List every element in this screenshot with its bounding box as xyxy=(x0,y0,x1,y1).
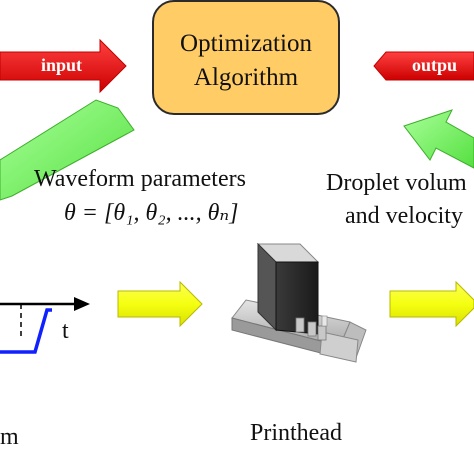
yellow-arrow-1 xyxy=(117,280,203,328)
time-axis-arrowhead xyxy=(74,297,90,311)
output-label: outpu xyxy=(412,55,458,75)
waveform-caption: m xyxy=(0,424,19,450)
droplet-velocity-label: and velocity xyxy=(345,203,463,229)
output-arrow xyxy=(373,51,474,81)
waveform-graph xyxy=(0,297,90,354)
algorithm-title-line2: Algorithm xyxy=(193,63,299,91)
input-arrow xyxy=(0,38,127,94)
printhead-label: Printhead xyxy=(250,420,342,446)
waveform-line xyxy=(0,308,52,354)
green-arrow-left xyxy=(0,99,135,201)
optimization-algorithm-box: Optimization Algorithm xyxy=(152,0,340,115)
printhead-image xyxy=(231,242,367,363)
theta-formula: θ = [θ₁, θ₂, ..., θₙ] xyxy=(64,200,239,226)
algorithm-title-line1: Optimization xyxy=(180,29,312,57)
time-axis-label: t xyxy=(62,318,69,344)
green-arrow-right xyxy=(403,109,474,169)
waveform-parameters-label: Waveform parameters xyxy=(34,166,246,192)
input-label: input xyxy=(41,55,83,75)
droplet-volume-label: Droplet volum xyxy=(326,170,467,196)
yellow-arrow-2 xyxy=(389,280,474,328)
